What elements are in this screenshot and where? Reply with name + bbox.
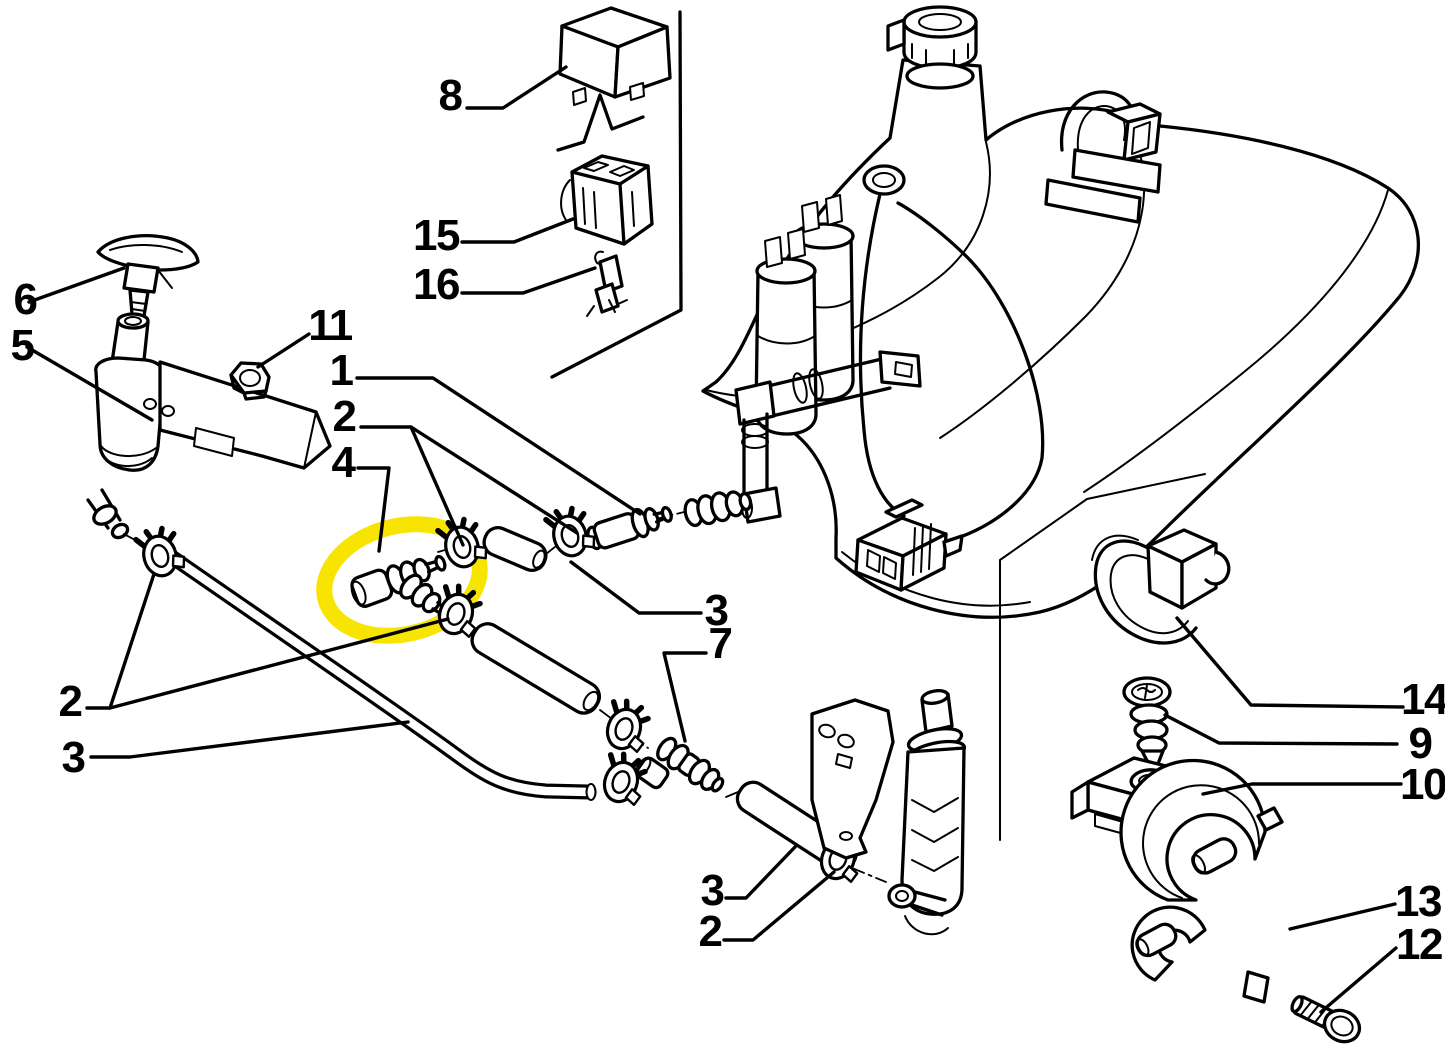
part-number-3: 3 — [705, 586, 728, 635]
hose-open-end — [585, 783, 597, 801]
connector-plug — [854, 498, 964, 592]
pipe-clamp — [1119, 758, 1284, 1004]
leader-line-3 — [724, 845, 797, 900]
tank-outlet-pipe — [734, 350, 922, 524]
hose-clamp — [135, 524, 188, 580]
filler-cap — [886, 5, 978, 90]
pump-body — [887, 689, 967, 936]
tee-connector — [635, 736, 725, 793]
relay-holder — [560, 154, 654, 246]
part-number-2: 2 — [699, 907, 722, 956]
leader-line-2 — [108, 617, 450, 710]
barbed-adapter — [683, 490, 753, 528]
relay — [558, 6, 672, 106]
part-number-11: 11 — [308, 301, 353, 350]
tank-contour — [1083, 189, 1389, 493]
fuel-tube — [482, 526, 548, 572]
leader-line-7 — [662, 651, 708, 743]
part-number-10: 10 — [1400, 760, 1445, 809]
leader-line-2 — [409, 425, 579, 535]
cable-boss-inner — [872, 172, 896, 188]
hose-clamp — [599, 697, 655, 756]
part-number-7: 7 — [709, 619, 732, 668]
group-partition-line — [999, 473, 1206, 841]
part-number-13: 13 — [1395, 877, 1441, 926]
leader-line-9 — [1163, 713, 1399, 746]
leader-line-3 — [569, 560, 703, 615]
part-number-3: 3 — [62, 733, 85, 782]
leader-line-14 — [1175, 616, 1405, 709]
nut — [229, 361, 271, 401]
tank-handle — [1044, 90, 1162, 224]
wire-harness — [858, 192, 906, 518]
bolt — [1290, 995, 1362, 1044]
leader-line-13 — [1288, 902, 1397, 931]
hose-union — [586, 505, 673, 551]
part-number-5: 5 — [11, 321, 35, 370]
leader-line-3 — [89, 720, 410, 759]
fastener-group — [999, 473, 1362, 1044]
leader-line-5 — [25, 345, 154, 422]
leader-line-10 — [1201, 782, 1403, 796]
leader-line-11 — [256, 332, 311, 369]
leader-line-2 — [722, 870, 836, 942]
part-number-15: 15 — [413, 211, 460, 260]
leader-line-12 — [1319, 946, 1398, 1014]
part-number-4: 4 — [332, 438, 357, 487]
hose-clip — [1091, 528, 1231, 645]
washer-nozzle — [96, 234, 200, 323]
leader-line-15 — [460, 217, 575, 244]
leader-line-16 — [460, 266, 597, 295]
part-number-2: 2 — [333, 392, 356, 441]
leader-line-2 — [85, 572, 156, 710]
wire-harness — [896, 201, 1045, 542]
terminal-contact — [586, 250, 628, 317]
electrical-group — [550, 6, 683, 379]
washer-pump — [86, 312, 332, 540]
part-number-14: 14 — [1401, 675, 1445, 724]
part-number-6: 6 — [14, 275, 37, 324]
leader-line-4 — [356, 466, 391, 553]
part-number-12: 12 — [1396, 920, 1442, 969]
tank-body — [701, 58, 1420, 619]
pump-body — [94, 356, 167, 472]
spark-symbol — [556, 93, 645, 152]
group-bracket-line — [550, 10, 683, 379]
tank-contour — [839, 141, 991, 335]
part-number-16: 16 — [413, 260, 459, 309]
leader-line-6 — [27, 266, 126, 304]
leader-line-8 — [465, 65, 568, 110]
part-number-3: 3 — [701, 866, 724, 915]
hose-circuit — [123, 490, 887, 886]
part-number-2: 2 — [59, 677, 82, 726]
part-number-8: 8 — [439, 71, 463, 120]
part-number-9: 9 — [1409, 719, 1432, 768]
cable-boss — [862, 164, 906, 196]
pump-bracket — [810, 698, 895, 860]
highlight-marker — [316, 516, 488, 644]
highlighted-connector — [350, 554, 451, 620]
headlamp-washer-pump — [810, 689, 967, 936]
part-number-1: 1 — [330, 346, 354, 395]
fuel-tube — [470, 622, 602, 715]
washer-fluid-tank — [701, 5, 1420, 619]
self-tapping-screw — [1122, 676, 1172, 776]
leader-line-1 — [355, 376, 642, 516]
